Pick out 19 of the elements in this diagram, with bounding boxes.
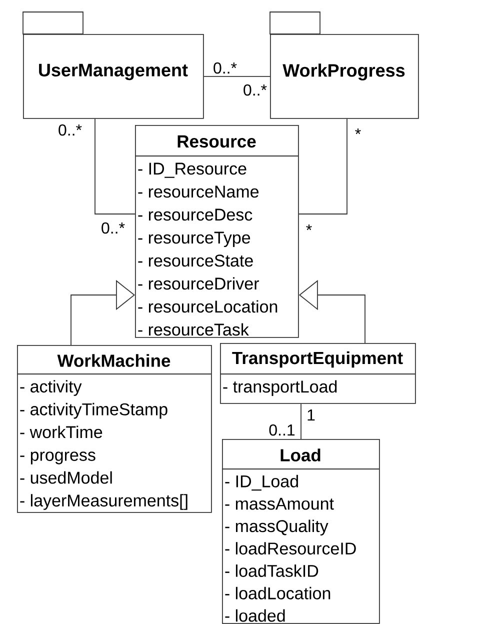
association-line [300,403,302,440]
package-box: UserManagement [22,12,204,119]
multiplicity-label: * [355,128,361,134]
multiplicity-label: * [306,224,312,230]
multiplicity-label: 0..1 [269,424,295,436]
class-box: Resource - ID_Resource - resourceName - resourceDesc - resourceType - resourceState - resourceDriver - resourceLocation - resourceTask [134,125,299,338]
multiplicity-label: 0..* [244,84,267,96]
multiplicity-label: 0..* [102,222,125,234]
class-box: Load - ID_Load - massAmount - massQuality - loadResourceID - loadTaskID - loadLocation - loaded [222,439,380,624]
package-box: WorkProgress [270,12,419,119]
multiplicity-label: 1 [308,410,315,420]
generalization-arrow [70,280,135,346]
class-box: TransportEquipment - transportLoad [220,343,416,404]
association-line [94,118,136,214]
association-line [203,76,270,77]
multiplicity-label: 0..* [58,124,82,136]
association-line [298,118,348,214]
class-box: WorkMachine - activity - activityTimeStamp - workTime - progress - usedModel - layerMeasurements[] [16,345,212,513]
multiplicity-label: 0..* [214,62,237,74]
